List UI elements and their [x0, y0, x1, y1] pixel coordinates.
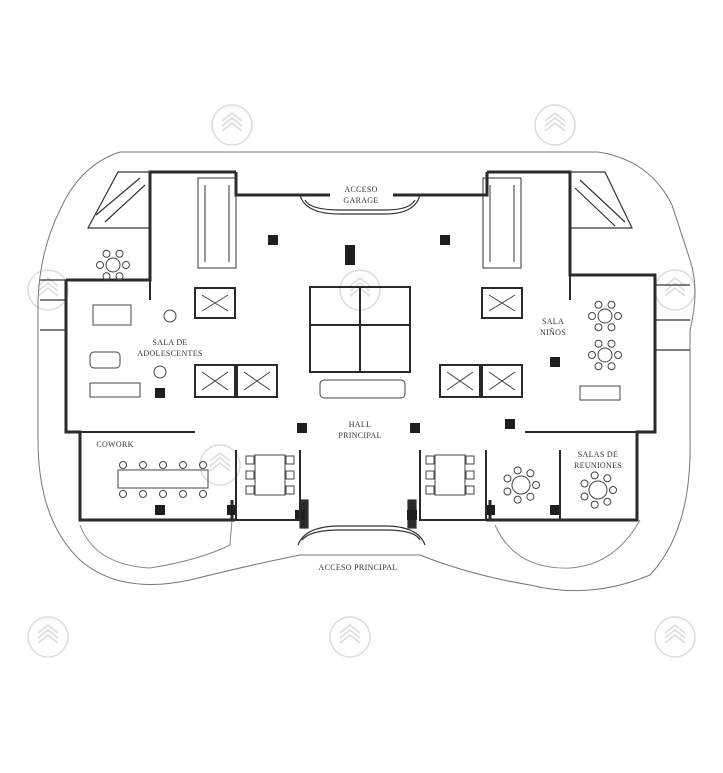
label-sala-adolescentes-2: ADOLESCENTES [137, 349, 202, 358]
building-logo-icon [27, 616, 69, 658]
garage-canopy [299, 194, 421, 215]
chair [199, 461, 207, 469]
chair [159, 490, 167, 498]
chair [119, 461, 127, 469]
chair [245, 485, 255, 495]
chair [425, 455, 435, 465]
lobby-bench [319, 379, 406, 399]
chair [465, 455, 475, 465]
round-table [163, 309, 177, 323]
round-table [153, 365, 167, 379]
label-hall-2: PRINCIPAL [338, 431, 381, 440]
sofas [89, 304, 621, 401]
chair [139, 461, 147, 469]
building-logo-icon [654, 269, 696, 311]
room-labels: ACCESO GARAGE SALA DE ADOLESCENTES SALA … [96, 185, 622, 572]
label-sala-adolescentes-1: SALA DE [152, 338, 187, 347]
label-acceso-principal: ACCESO PRINCIPAL [319, 563, 398, 572]
column [550, 357, 560, 367]
chair [119, 490, 127, 498]
chair [285, 470, 295, 480]
column [505, 419, 515, 429]
furniture-layer [96, 249, 622, 509]
chair [139, 490, 147, 498]
chair [285, 485, 295, 495]
main-canopy [297, 499, 426, 546]
label-acceso-garage-2: GARAGE [343, 196, 378, 205]
chair [285, 455, 295, 465]
round-table [503, 466, 540, 504]
round-table [580, 471, 617, 509]
round-table [588, 300, 622, 332]
label-cowork: COWORK [96, 440, 133, 449]
column [485, 505, 495, 515]
building-logo-icon [654, 616, 696, 658]
chair [179, 461, 187, 469]
cowork-table [117, 469, 209, 489]
column [550, 505, 560, 515]
chair [245, 470, 255, 480]
round-table [588, 339, 622, 371]
column [155, 388, 165, 398]
garden-edge-left [79, 519, 233, 569]
column [227, 505, 237, 515]
chair [199, 490, 207, 498]
chair [425, 470, 435, 480]
column [345, 245, 355, 265]
interior-partitions [66, 275, 655, 521]
garden-edge-right [494, 519, 641, 569]
corner-bays [40, 171, 690, 351]
restroom-core [309, 286, 411, 373]
chair [179, 490, 187, 498]
chair [245, 455, 255, 465]
site-boundary [37, 151, 696, 592]
column [410, 423, 420, 433]
label-sala-ninos-2: NIÑOS [540, 327, 566, 337]
building-logo-icon [211, 104, 253, 146]
stairs-left [197, 177, 237, 269]
elevators-left [194, 287, 278, 398]
building-logo-icon [534, 104, 576, 146]
chair [425, 485, 435, 495]
label-salas-reuniones-2: REUNIONES [574, 461, 622, 470]
label-acceso-garage-1: ACCESO [344, 185, 377, 194]
label-sala-ninos-1: SALA [542, 317, 564, 326]
column [440, 235, 450, 245]
building-logo-icon [27, 269, 69, 311]
column [407, 510, 417, 520]
chair [465, 470, 475, 480]
building-logo-icon [329, 616, 371, 658]
label-salas-reuniones-1: SALAS DE [578, 450, 618, 459]
chair [159, 461, 167, 469]
elevators-right [439, 287, 523, 398]
label-hall-1: HALL [349, 420, 372, 429]
round-table [96, 249, 130, 281]
column [155, 505, 165, 515]
stairs-right [482, 177, 522, 269]
elevator-doors [201, 294, 516, 391]
meeting-tables [254, 454, 466, 496]
structural-columns [155, 235, 560, 520]
column [268, 235, 278, 245]
column [297, 423, 307, 433]
chair [465, 485, 475, 495]
